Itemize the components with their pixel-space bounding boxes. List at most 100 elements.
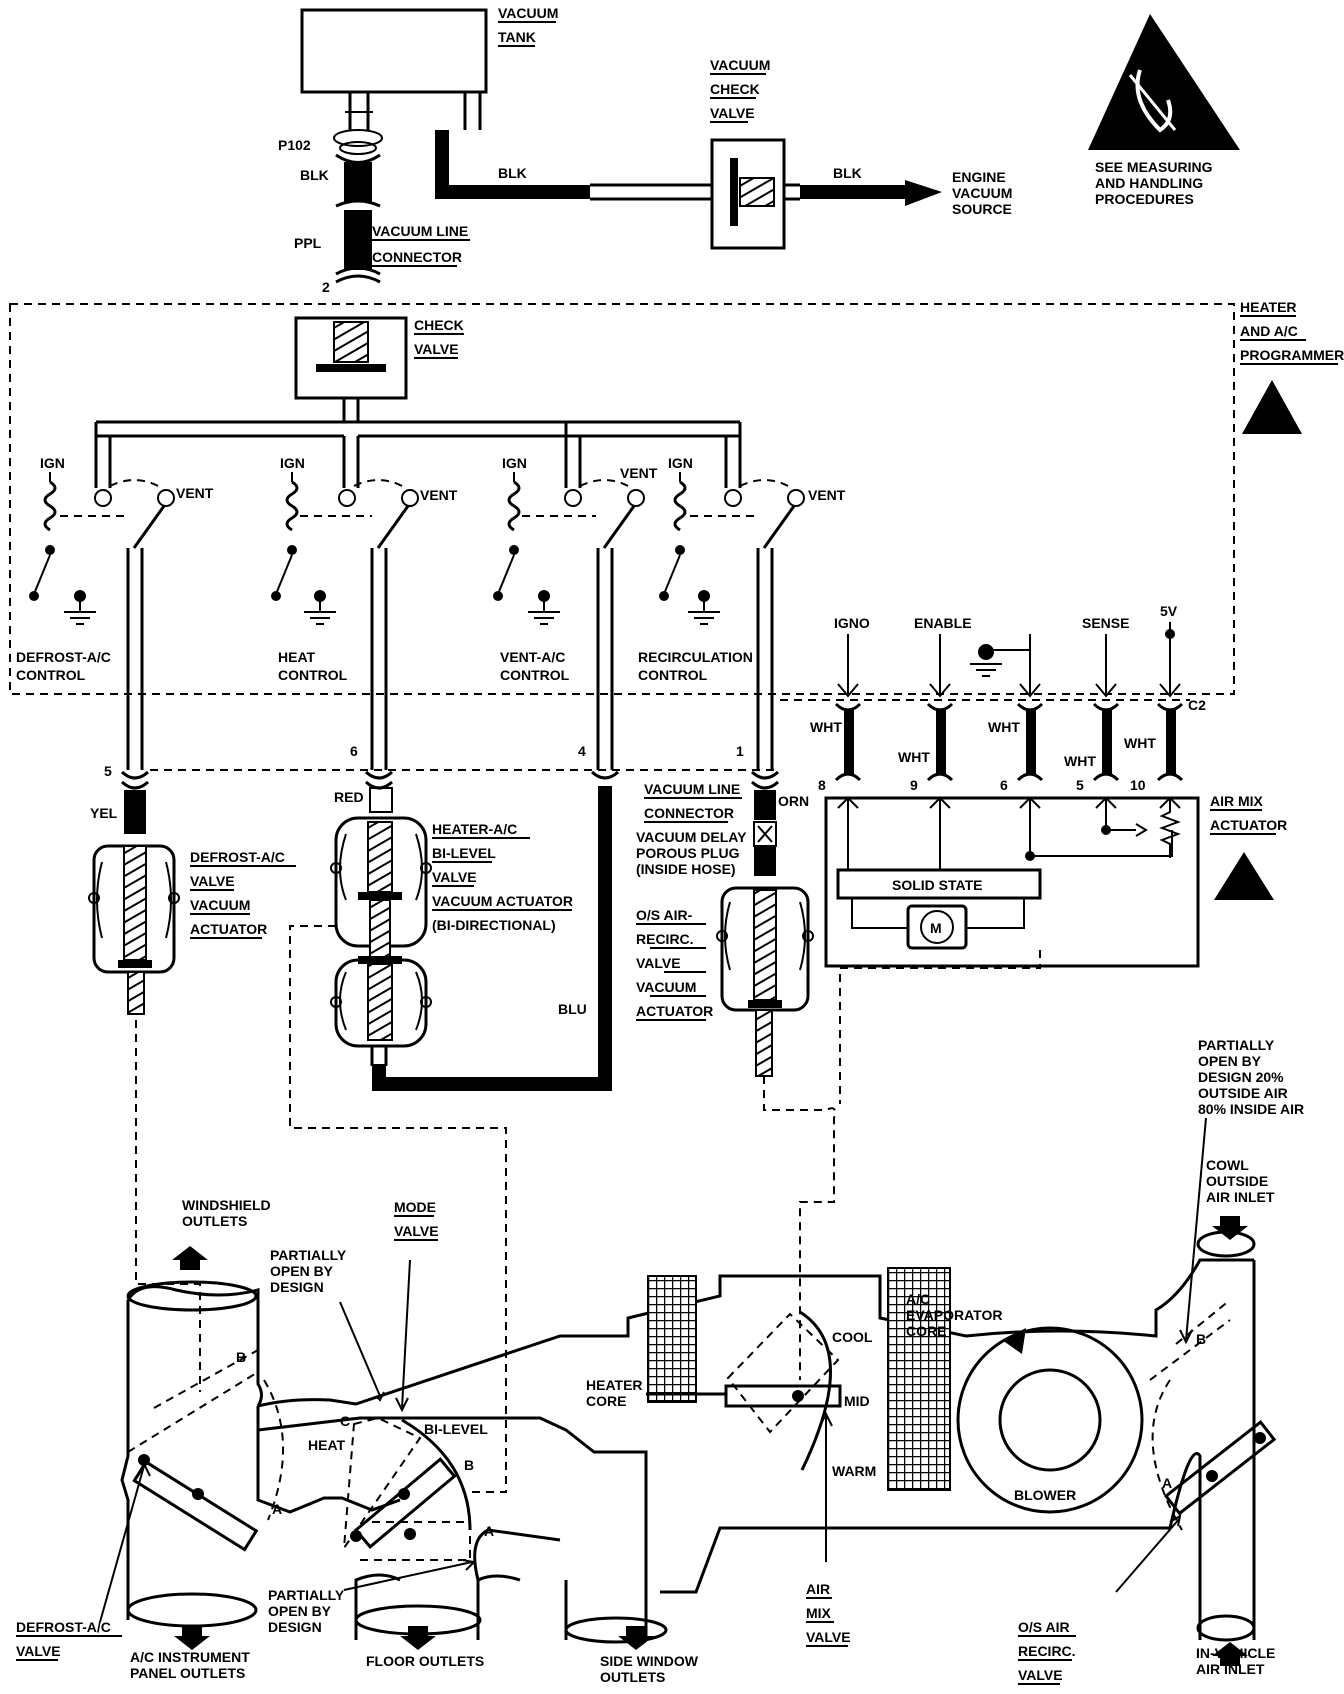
vacuum-delay-plug-label: VACUUM DELAY POROUS PLUG (INSIDE HOSE) bbox=[636, 829, 747, 877]
ign-label-3: IGN bbox=[502, 455, 527, 471]
vacuum-tank-label: VACUUM TANK bbox=[498, 5, 558, 47]
pin-2-label: 2 bbox=[322, 279, 330, 295]
heat-solenoid bbox=[271, 472, 419, 625]
svg-text:DESIGN: DESIGN bbox=[268, 1619, 322, 1635]
cool-label: COOL bbox=[832, 1329, 873, 1345]
air-mix-valve-label: AIR MIX VALVE bbox=[806, 1581, 851, 1647]
svg-text:BI-LEVEL: BI-LEVEL bbox=[432, 845, 496, 861]
os-air-recirc-valve bbox=[1149, 1299, 1277, 1531]
defrost-ac-valve bbox=[127, 1349, 285, 1552]
cowl-inlet-arrow bbox=[1212, 1216, 1248, 1240]
svg-text:CONTROL: CONTROL bbox=[500, 667, 570, 683]
air-mix-actuator-internals bbox=[836, 796, 1181, 950]
defrost-ac-solenoid bbox=[29, 472, 175, 625]
ign-label-2: IGN bbox=[280, 455, 305, 471]
blu-label: BLU bbox=[558, 1001, 587, 1017]
svg-text:CONTROL: CONTROL bbox=[16, 667, 86, 683]
ac-panel-outlets-arrow bbox=[174, 1626, 210, 1650]
svg-text:VACUUM: VACUUM bbox=[710, 57, 770, 73]
blk-label-1: BLK bbox=[498, 165, 527, 181]
pin-10: 10 bbox=[1130, 777, 1146, 793]
vacuum-line-connector-top-label: VACUUM LINE CONNECTOR bbox=[372, 223, 470, 267]
svg-text:ACTUATOR: ACTUATOR bbox=[190, 921, 267, 937]
svg-text:VACUUM: VACUUM bbox=[498, 5, 558, 21]
valve-c-label: C bbox=[340, 1413, 350, 1429]
svg-text:AIR INLET: AIR INLET bbox=[1196, 1661, 1265, 1677]
pin-8: 8 bbox=[818, 777, 826, 793]
engine-vacuum-source-label: ENGINE VACUUM SOURCE bbox=[952, 169, 1012, 217]
vent-label-1: VENT bbox=[176, 485, 214, 501]
svg-text:CONTROL: CONTROL bbox=[278, 667, 348, 683]
vent-ac-solenoid bbox=[493, 472, 645, 625]
solid-state-label: SOLID STATE bbox=[892, 877, 982, 893]
vent-label-4: VENT bbox=[808, 487, 846, 503]
yel-label: YEL bbox=[90, 805, 118, 821]
wht-label-2: WHT bbox=[898, 749, 930, 765]
os-air-actuator-label: O/S AIR- RECIRC. VALVE VACUUM ACTUATOR bbox=[636, 907, 713, 1021]
valve-b-label-defrost: B bbox=[236, 1349, 246, 1365]
recirculation-control-label: RECIRCULATION CONTROL bbox=[638, 649, 753, 683]
svg-text:VACUUM LINE: VACUUM LINE bbox=[644, 781, 740, 797]
svg-text:O/S AIR: O/S AIR bbox=[1018, 1619, 1070, 1635]
heat-label: HEAT bbox=[308, 1437, 346, 1453]
pin-9: 9 bbox=[910, 777, 918, 793]
svg-text:OPEN BY: OPEN BY bbox=[268, 1603, 332, 1619]
pin-6-actuator: 6 bbox=[350, 743, 358, 759]
svg-text:DESIGN 20%: DESIGN 20% bbox=[1198, 1069, 1284, 1085]
svg-text:CONNECTOR: CONNECTOR bbox=[372, 249, 462, 265]
svg-text:DEFROST-A/C: DEFROST-A/C bbox=[16, 649, 111, 665]
motor-label: M bbox=[930, 920, 942, 936]
cowl-inlet-label: COWL OUTSIDE AIR INLET bbox=[1206, 1157, 1275, 1205]
esd-note: SEE MEASURING AND HANDLING PROCEDURES bbox=[1095, 159, 1213, 207]
vacuum-tank bbox=[300, 8, 488, 94]
svg-text:PROGRAMMER: PROGRAMMER bbox=[1240, 347, 1344, 363]
svg-text:ACTUATOR: ACTUATOR bbox=[636, 1003, 713, 1019]
svg-text:PARTIALLY: PARTIALLY bbox=[268, 1587, 345, 1603]
mode-valve-label: MODE VALVE bbox=[394, 1199, 439, 1241]
pin-6: 6 bbox=[1000, 777, 1008, 793]
svg-text:A/C: A/C bbox=[906, 1291, 930, 1307]
pin-5: 5 bbox=[1076, 777, 1084, 793]
ac-panel-outlets-label: A/C INSTRUMENT PANEL OUTLETS bbox=[130, 1649, 250, 1681]
air-mix-actuator-label: AIR MIX ACTUATOR bbox=[1210, 793, 1287, 835]
programmer-boundary bbox=[9, 303, 1235, 695]
wht-label-3: WHT bbox=[988, 719, 1020, 735]
svg-text:CHECK: CHECK bbox=[414, 317, 464, 333]
svg-text:HEAT: HEAT bbox=[278, 649, 316, 665]
svg-text:VACUUM: VACUUM bbox=[190, 897, 250, 913]
svg-text:VACUUM: VACUUM bbox=[636, 979, 696, 995]
svg-text:OUTLETS: OUTLETS bbox=[600, 1669, 665, 1685]
blower bbox=[956, 1326, 1144, 1514]
esd-icon-air-mix bbox=[1214, 852, 1274, 900]
svg-text:POROUS PLUG: POROUS PLUG bbox=[636, 845, 740, 861]
svg-text:DEFROST-A/C: DEFROST-A/C bbox=[190, 849, 285, 865]
svg-text:OUTLETS: OUTLETS bbox=[182, 1213, 247, 1229]
heater-bilevel-label: HEATER-A/C BI-LEVEL VALVE VACUUM ACTUATO… bbox=[432, 821, 573, 933]
signal-5v: 5V bbox=[1160, 603, 1178, 619]
svg-text:ENGINE: ENGINE bbox=[952, 169, 1006, 185]
signal-igno: IGNO bbox=[834, 615, 870, 631]
svg-text:ACTUATOR: ACTUATOR bbox=[1210, 817, 1287, 833]
pin-4-actuator: 4 bbox=[578, 743, 586, 759]
signal-sense: SENSE bbox=[1082, 615, 1129, 631]
svg-text:HEATER: HEATER bbox=[586, 1377, 643, 1393]
wht-wires bbox=[834, 702, 1184, 782]
svg-text:VENT-A/C: VENT-A/C bbox=[500, 649, 565, 665]
valve-a-label-mode: A bbox=[484, 1523, 494, 1539]
svg-text:MIX: MIX bbox=[806, 1605, 832, 1621]
valve-a-label-recirc: A bbox=[1162, 1475, 1172, 1491]
svg-text:VALVE: VALVE bbox=[414, 341, 459, 357]
svg-text:VACUUM ACTUATOR: VACUUM ACTUATOR bbox=[432, 893, 573, 909]
duct-outline bbox=[120, 1230, 1256, 1644]
svg-text:CONTROL: CONTROL bbox=[638, 667, 708, 683]
svg-text:RECIRCULATION: RECIRCULATION bbox=[638, 649, 753, 665]
svg-text:OPEN BY: OPEN BY bbox=[1198, 1053, 1262, 1069]
signal-pins bbox=[837, 622, 1181, 698]
svg-text:PROCEDURES: PROCEDURES bbox=[1095, 191, 1194, 207]
os-air-recirc-actuator bbox=[716, 886, 814, 1077]
heater-core bbox=[647, 1275, 697, 1403]
defrost-ac-actuator bbox=[88, 844, 180, 1015]
svg-text:PARTIALLY: PARTIALLY bbox=[270, 1247, 347, 1263]
svg-text:OPEN BY: OPEN BY bbox=[270, 1263, 334, 1279]
